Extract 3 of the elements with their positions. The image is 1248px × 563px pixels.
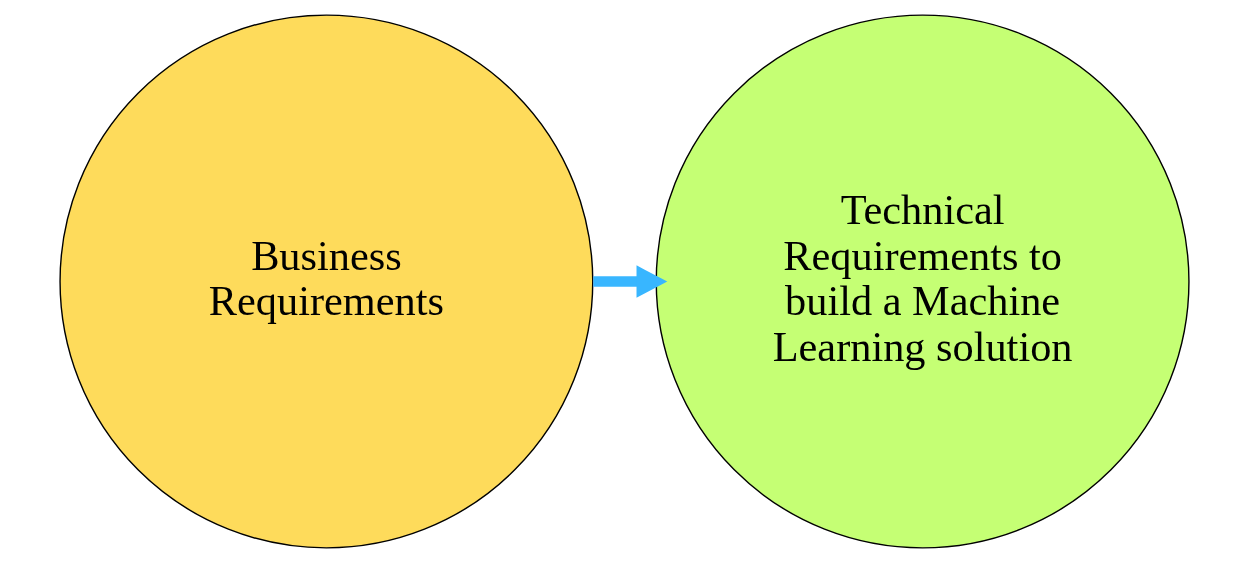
arrow <box>592 265 667 298</box>
node-circle: Technical Requirements to build a Machine Learning solution <box>655 14 1190 549</box>
node-circle: Business Requirements <box>58 14 593 549</box>
